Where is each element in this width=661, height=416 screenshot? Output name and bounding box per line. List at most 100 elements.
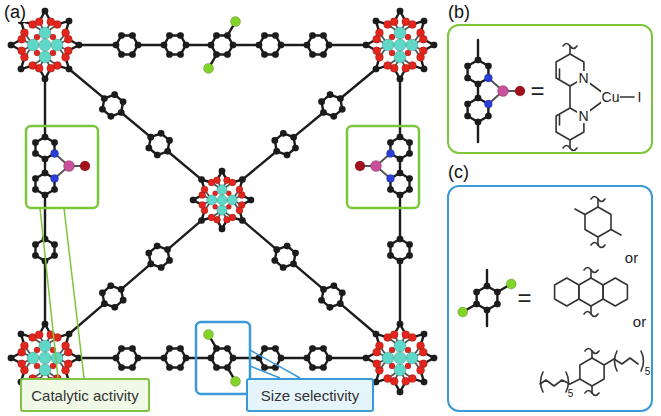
atom-ball	[35, 331, 43, 339]
atom-ball	[318, 98, 325, 105]
atom-ball	[475, 119, 482, 126]
skeletal-layer	[540, 44, 644, 396]
atom-ball	[397, 76, 404, 83]
atom-ball	[199, 201, 206, 208]
bond-line	[242, 151, 276, 179]
bond-line	[281, 44, 307, 46]
atom-ball	[129, 51, 136, 58]
atom-ball	[261, 51, 268, 58]
atom-ball	[18, 331, 25, 338]
atom-ball	[227, 195, 237, 205]
leader-line	[250, 350, 300, 378]
atom-ball	[39, 27, 51, 39]
atom-ball	[397, 134, 404, 141]
atom-ball	[118, 345, 125, 352]
atom-ball	[320, 345, 327, 352]
bond-layer	[11, 11, 520, 392]
atom-ball	[464, 63, 471, 70]
atom-ball	[135, 42, 142, 49]
atom-ball	[278, 42, 285, 49]
atom-ball	[284, 152, 291, 159]
bond-line	[79, 44, 116, 46]
atom-ball	[309, 345, 316, 352]
atom-ball	[113, 355, 120, 362]
atom-ball	[32, 186, 39, 193]
atom-ball	[464, 75, 471, 82]
atom-ball	[219, 226, 226, 233]
atom-ball	[384, 375, 392, 383]
atom-ball	[231, 17, 241, 27]
atom-ball	[213, 51, 220, 58]
atom-ball	[118, 109, 125, 116]
bond-line	[329, 357, 366, 359]
atom-ball	[190, 197, 197, 204]
attachment-wave	[584, 268, 598, 273]
atom-ball	[387, 139, 394, 146]
atom-ball	[66, 331, 73, 338]
atom-ball	[458, 307, 468, 317]
highlight-box	[196, 322, 250, 394]
atom-ball	[309, 364, 316, 371]
atom-ball	[213, 345, 220, 352]
bond-skeleton	[569, 86, 571, 108]
atom-ball	[158, 264, 165, 271]
atom-ball	[101, 95, 108, 102]
atom-ball	[406, 252, 413, 259]
structure-text: 5	[568, 389, 574, 399]
atom-ball	[387, 150, 394, 157]
atom-ball	[236, 207, 243, 214]
atom-ball	[485, 101, 492, 108]
atom-ball	[177, 345, 184, 352]
atom-ball	[272, 32, 279, 39]
atom-ball	[120, 297, 127, 304]
atom-ball	[111, 91, 118, 98]
atom-ball	[62, 366, 70, 374]
atom-ball	[51, 175, 58, 182]
parenthesis	[641, 351, 644, 371]
atom-ball	[42, 321, 49, 328]
atom-ball	[27, 39, 39, 51]
highlight-box	[347, 126, 419, 208]
atom-ball	[484, 283, 491, 290]
atom-ball	[290, 134, 297, 141]
atom-ball	[18, 47, 26, 55]
bond-line	[69, 304, 104, 334]
atom-ball	[261, 32, 268, 39]
alkyl-chain	[540, 380, 570, 386]
atom-ball	[224, 345, 231, 352]
atom-ball	[421, 18, 428, 25]
atom-ball	[402, 377, 410, 385]
atom-ball	[485, 113, 492, 120]
atom-ball	[339, 290, 346, 297]
atom-ball	[390, 331, 398, 339]
atom-ball	[373, 66, 380, 73]
atom-ball	[485, 75, 492, 82]
attachment-wave	[584, 312, 598, 317]
atom-ball	[42, 8, 49, 15]
atom-ball	[154, 152, 161, 159]
atom-ball	[111, 304, 118, 311]
atom-ball	[62, 342, 70, 350]
atom-ball	[42, 156, 49, 163]
atom-ball	[39, 364, 51, 376]
atom-ball	[397, 321, 404, 328]
atom-ball	[145, 250, 152, 257]
atom-ball	[51, 186, 58, 193]
atom-ball	[80, 161, 90, 171]
atom-ball	[158, 130, 165, 137]
bond-line	[168, 151, 202, 179]
atom-ball	[494, 301, 501, 308]
atom-ball	[397, 170, 404, 177]
atom-ball	[213, 32, 220, 39]
bond-line	[294, 264, 324, 290]
atom-ball	[475, 95, 482, 102]
atom-ball	[27, 352, 39, 364]
atom-ball	[177, 364, 184, 371]
bond-line	[242, 220, 276, 249]
atom-ball	[397, 258, 404, 265]
atom-ball	[494, 289, 501, 296]
atom-ball	[66, 18, 73, 25]
leader-line	[40, 208, 58, 378]
atom-ball	[309, 32, 316, 39]
